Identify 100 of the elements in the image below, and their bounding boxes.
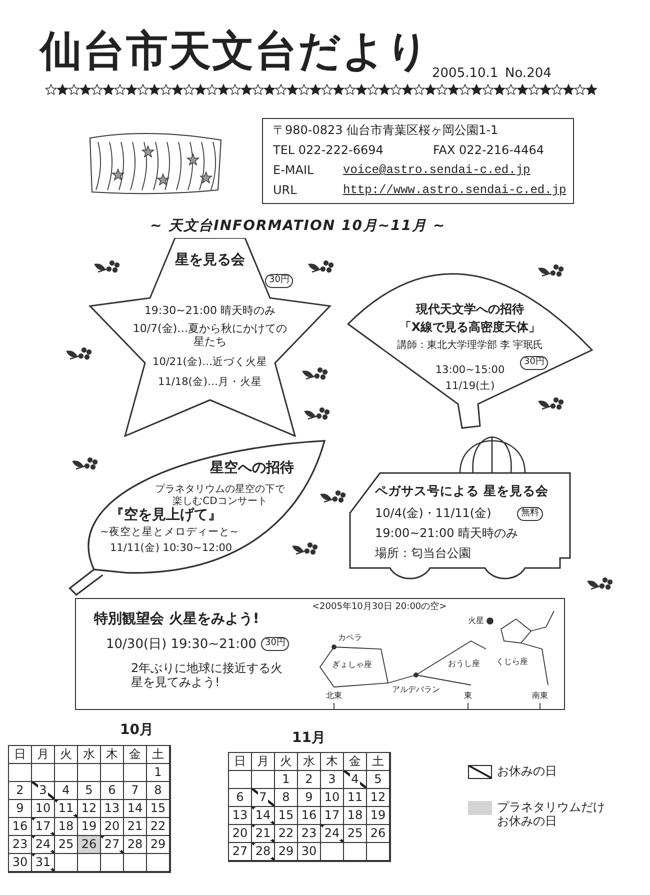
day-number: 6 [235,789,245,806]
day-number: 13 [231,807,249,824]
day-number: 11 [346,789,364,806]
event-title: 星を見る会 [174,252,246,269]
day-number: 8 [153,782,163,799]
event-title: 星空への招待 [210,460,294,477]
day-number: 14 [254,808,272,822]
day-number: 22 [149,818,167,835]
section-heading: ~ 天文台INFORMATION 10月~11月 ~ [150,218,446,235]
price-badge: 30円 [261,637,290,651]
newsletter-title: 仙台市天文台だより [40,26,430,76]
day-number: 28 [254,844,272,858]
day-number: 29 [277,843,295,860]
day-number: 6 [107,782,117,799]
day-number: 30 [11,854,29,871]
event-time: 13:00~15:00 [434,364,506,377]
price-badge: 30円 [520,356,548,370]
direction-label: 南東 [532,691,548,701]
day-number: 16 [11,818,29,835]
day-number: 19 [80,818,98,835]
day-number: 12 [369,789,387,806]
day-number: 20 [231,825,249,842]
event-description: プラネタリウムの星空の下で楽しむCDコンサート [155,484,285,507]
fax-number: FAX 022-216-4464 [433,143,544,158]
day-number: 29 [149,836,167,853]
constellation-label: くじら座 [496,657,528,667]
url-label: URL [273,183,297,198]
lecture-title: 「X線で見る高密度天体」 [398,320,542,334]
day-number: 13 [103,800,121,817]
issue-number: No.204 [505,66,552,82]
concert-title: 『空を見上げて』 [110,507,222,524]
day-number: 15 [277,807,295,824]
lecturer-name: 講師：東北大学理学部 李 宇珉氏 [396,340,544,352]
day-number: 14 [126,800,144,817]
legend-text: プラネタリウムだけお休みの日 [497,800,606,829]
day-number: 3 [38,783,48,797]
issue-date: 2005.10.1 [432,66,498,82]
day-number: 7 [130,782,140,799]
month-title: 11月 [292,730,326,747]
day-number: 31 [34,855,52,869]
contact-box [262,118,574,204]
event-title: 現代天文学への招待 [414,302,525,316]
event-time: 19:30~21:00 晴天時のみ [143,304,277,318]
email-label: E-MAIL [273,163,314,178]
event-date-item: 10/21(金)…近づく火星 [152,356,268,369]
day-number: 24 [34,837,52,851]
constellation-label: ぎょしゃ座 [332,660,372,670]
weekday-label: 月 [256,753,270,770]
day-number: 5 [373,771,383,788]
day-number: 27 [103,837,121,851]
day-number: 30 [300,843,318,860]
day-number: 1 [281,771,291,788]
weekday-label: 土 [371,753,385,770]
direction-label: 東 [464,691,472,701]
price-badge: 無料 [517,507,543,521]
day-number: 28 [126,836,144,853]
star-label: アルデバラン [392,685,440,695]
phone-number: TEL 022-222-6694 [273,143,384,158]
day-number: 21 [126,818,144,835]
day-number: 21 [254,826,272,840]
day-number: 20 [103,818,121,835]
event-date-item: 10/7(金)…夏から秋にかけての星たち [132,322,288,348]
day-number: 15 [149,800,167,817]
day-number: 2 [304,771,314,788]
legend-text: お休みの日 [497,764,558,778]
day-number: 1 [153,764,163,781]
day-number: 3 [327,771,337,788]
price-badge: 30円 [265,274,294,288]
weekday-label: 木 [105,746,119,763]
event-description: 2年ぶりに地球に接近する火星を見てみよう! [131,661,284,690]
day-number: 7 [258,790,268,804]
weekday-label: 金 [128,746,142,763]
event-time: 19:00~21:00 晴天時のみ [375,526,518,540]
day-number: 19 [369,807,387,824]
day-number: 5 [84,782,94,799]
concert-subtitle: ~夜空と星とメロディーと~ [100,526,239,539]
day-number: 23 [300,825,318,842]
constellation-label: おうし座 [448,659,480,669]
event-date-item: 11/18(金)…月・火星 [157,376,263,389]
day-number: 22 [277,825,295,842]
weekday-label: 日 [13,746,27,763]
direction-label: 北東 [326,691,342,701]
star-label: カペラ [338,633,362,643]
day-number: 25 [346,825,364,842]
day-number: 9 [15,800,25,817]
day-number: 2 [15,782,25,799]
weekday-label: 日 [233,753,247,770]
weekday-label: 火 [59,746,73,763]
event-title: 特別観望会 火星をみよう! [94,611,260,628]
day-number: 10 [323,789,341,806]
postal-address: 〒980-0823 仙台市青葉区桜ヶ岡公園1-1 [273,123,498,138]
day-number: 4 [61,782,71,799]
day-number: 18 [346,807,364,824]
day-number: 17 [323,807,341,824]
event-time: 10/30(日) 19:30~21:00 [106,637,257,653]
weekday-label: 月 [36,746,50,763]
day-number: 26 [369,825,387,842]
weekday-label: 木 [325,753,339,770]
planet-label: 火星 [468,616,484,626]
day-number: 4 [350,772,360,786]
